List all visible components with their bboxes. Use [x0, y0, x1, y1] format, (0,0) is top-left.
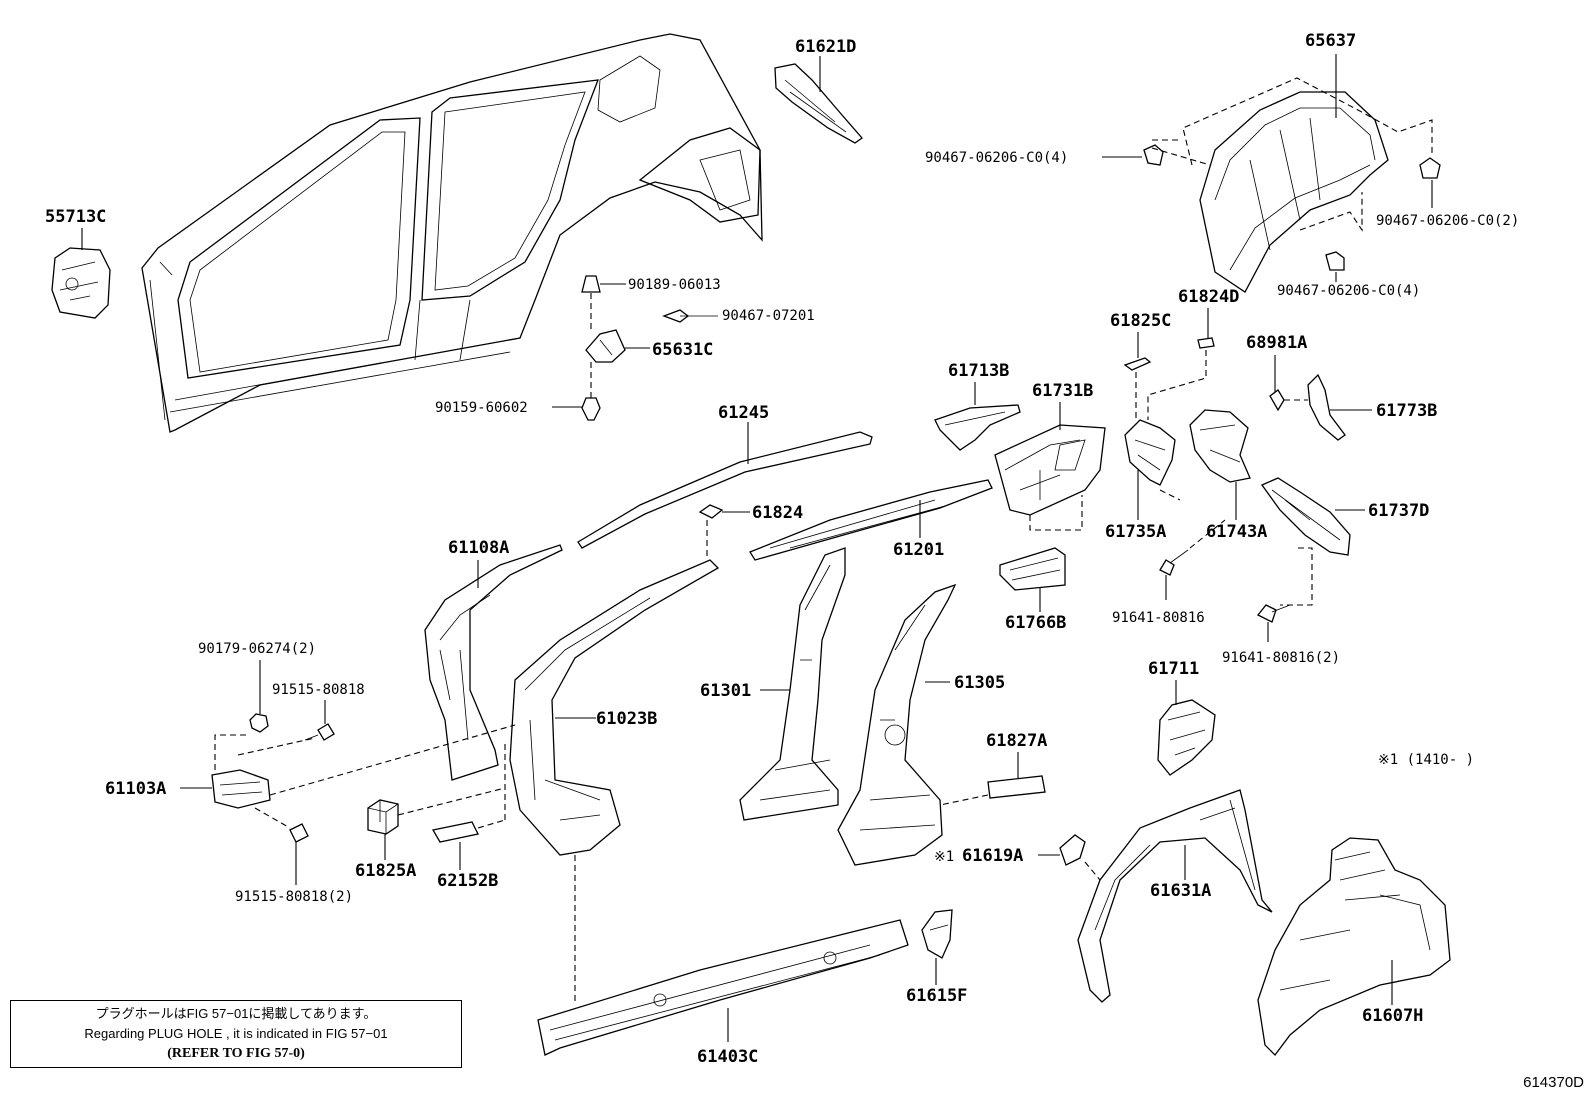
label-65637: 65637: [1305, 31, 1356, 51]
part-61403C: [537, 855, 909, 1056]
label-61103A: 61103A: [105, 779, 166, 799]
label-90467-06206-C0-2: 90467-06206-C0(2): [1376, 213, 1519, 229]
label-68981A: 68981A: [1246, 333, 1307, 353]
note-line-refer: (REFER TO FIG 57-0): [167, 1046, 305, 1061]
part-61305: [837, 583, 957, 866]
side-body-panel: [141, 33, 763, 433]
part-61731B: [994, 402, 1106, 531]
label-61825A: 61825A: [355, 861, 416, 881]
clip-90467-06206-C0-b: [1419, 157, 1441, 208]
label-61607H: 61607H: [1362, 1006, 1423, 1026]
label-61824: 61824: [752, 503, 803, 523]
label-61305: 61305: [954, 673, 1005, 693]
bolt-91515-80818-2: [289, 823, 309, 885]
label-91641-80816: 91641-80816: [1112, 610, 1205, 626]
label-61301: 61301: [700, 681, 751, 701]
part-90467-07201: [662, 309, 718, 323]
note-line-jp: プラグホールはFIG 57−01に掲載してあります。: [95, 1006, 377, 1021]
part-65631C: [585, 293, 650, 398]
label-62152B: 62152B: [437, 871, 498, 891]
figure-number: 614370D: [1523, 1074, 1584, 1091]
label-61824D: 61824D: [1178, 287, 1239, 307]
part-61825C: [1123, 332, 1152, 420]
part-90159-60602: [552, 397, 601, 421]
label-61621D: 61621D: [795, 37, 856, 57]
label-61743A: 61743A: [1206, 522, 1267, 542]
part-61713B: [934, 382, 1021, 451]
label-65631C: 65631C: [652, 340, 713, 360]
part-61108A: [424, 544, 563, 781]
part-61735A: [1124, 419, 1176, 520]
label-90189-06013: 90189-06013: [628, 277, 721, 293]
part-61607H: [1257, 837, 1451, 1056]
bolt-91515-80818: [304, 700, 335, 741]
label-61631A: 61631A: [1150, 881, 1211, 901]
part-65637: [1151, 54, 1433, 293]
part-61615F: [921, 909, 953, 985]
label-61619A: 61619A: [962, 846, 1023, 866]
part-61743A: [1189, 409, 1251, 520]
label-61023B: 61023B: [596, 709, 657, 729]
part-61201: [749, 479, 993, 561]
part-61827A: [939, 752, 1046, 806]
bolt-91641-80816: [1159, 489, 1226, 600]
part-61737D: [1261, 477, 1365, 606]
part-61773B: [1307, 373, 1372, 441]
label-55713C: 55713C: [45, 207, 106, 227]
part-61711: [1157, 680, 1216, 776]
part-61824: [698, 504, 750, 560]
label-61201: 61201: [893, 540, 944, 560]
note-1410: ※1 (1410- ): [1378, 752, 1474, 768]
part-labels: 61621D 65637 90467-06206-C0(4) 90467-062…: [45, 31, 1519, 1067]
part-61825A: [367, 787, 506, 860]
label-90159-60602: 90159-60602: [435, 400, 528, 416]
plug-hole-note: プラグホールはFIG 57−01に掲載してあります。 Regarding PLU…: [10, 1000, 462, 1068]
note-line-en: Regarding PLUG HOLE , it is indicated in…: [84, 1026, 388, 1041]
part-68981A: [1269, 355, 1308, 412]
bolt-91641-80816-2: [1256, 604, 1291, 642]
label-91515-80818-2: 91515-80818(2): [235, 889, 353, 905]
label-61731B: 61731B: [1032, 381, 1093, 401]
label-90467-06206-C0-4a: 90467-06206-C0(4): [925, 150, 1068, 166]
label-61615F: 61615F: [906, 986, 967, 1006]
part-90189-06013: [581, 275, 626, 293]
label-61108A: 61108A: [448, 538, 509, 558]
label-90179-06274-2: 90179-06274(2): [198, 641, 316, 657]
label-61735A: 61735A: [1105, 522, 1166, 542]
part-61619A: [1038, 834, 1101, 881]
label-90467-07201: 90467-07201: [722, 308, 815, 324]
label-61827A: 61827A: [986, 731, 1047, 751]
clip-90467-06206-C0-c: [1325, 251, 1345, 282]
part-61766B: [999, 547, 1066, 612]
label-61245: 61245: [718, 403, 769, 423]
part-62152B: [431, 740, 506, 870]
part-61023B: [509, 559, 720, 856]
label-90467-06206-C0-4b: 90467-06206-C0(4): [1277, 283, 1420, 299]
clip-90467-06206-C0-a: [1102, 144, 1164, 166]
label-61713B: 61713B: [948, 361, 1009, 381]
mark-1: ※1: [934, 849, 954, 865]
label-61711: 61711: [1148, 659, 1199, 679]
label-61737D: 61737D: [1368, 501, 1429, 521]
part-55713C: [51, 228, 111, 319]
part-61301: [739, 547, 846, 821]
part-61245: [577, 422, 873, 549]
nut-90179-06274: [249, 660, 269, 733]
label-61773B: 61773B: [1376, 401, 1437, 421]
label-61403C: 61403C: [697, 1047, 758, 1067]
label-61766B: 61766B: [1005, 613, 1066, 633]
part-61103A: [180, 724, 516, 829]
part-61621D: [774, 56, 863, 144]
part-61631A: [1077, 789, 1273, 1003]
label-91641-80816-2: 91641-80816(2): [1222, 650, 1340, 666]
part-61824D: [1147, 308, 1215, 420]
label-91515-80818: 91515-80818: [272, 682, 365, 698]
label-61825C: 61825C: [1110, 311, 1171, 331]
